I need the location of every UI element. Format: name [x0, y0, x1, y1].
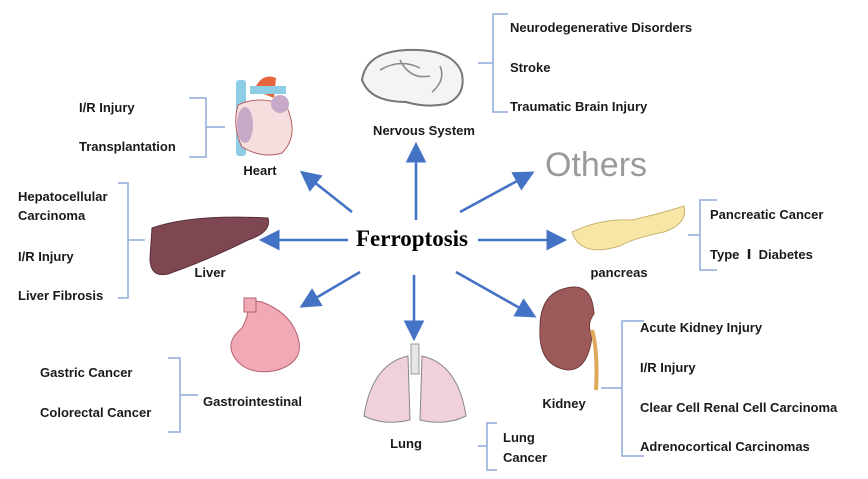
lung-disease: Lung — [503, 430, 535, 445]
gastro-label: Gastrointestinal — [203, 394, 302, 409]
brain-icon — [360, 48, 464, 107]
bracket-kidney — [601, 320, 644, 457]
lung-disease: Cancer — [503, 450, 548, 465]
liver-disease: Carcinoma — [18, 208, 86, 223]
brackets — [118, 13, 717, 471]
bracket-liver — [118, 182, 145, 299]
bracket-nervous — [478, 13, 508, 113]
arrows — [258, 141, 568, 342]
pancreas-icon — [571, 205, 686, 251]
heart-icon — [235, 76, 293, 156]
kidney-icon — [539, 286, 599, 391]
arrow-others — [459, 171, 535, 214]
gastro-disease: Colorectal Cancer — [40, 405, 152, 420]
pancreas-disease: Pancreatic Cancer — [710, 207, 824, 222]
liver-disease: Liver Fibrosis — [18, 288, 104, 303]
pancreas-label: pancreas — [590, 265, 648, 280]
pancreas-disease: Type Ⅰ Diabetes — [710, 247, 813, 262]
kidney-disease: Clear Cell Renal Cell Carcinoma — [640, 400, 838, 415]
arrow-kidney — [455, 270, 537, 318]
liver-label: Liver — [194, 265, 226, 280]
others-label: Others — [545, 146, 648, 184]
liver-disease: I/R Injury — [18, 249, 74, 264]
bracket-pancreas — [688, 199, 717, 271]
liver-disease: Hepatocellular — [18, 189, 108, 204]
kidney-disease: Adrenocortical Carcinomas — [640, 439, 810, 454]
bracket-lung — [478, 422, 497, 471]
bracket-heart — [189, 97, 225, 158]
arrow-gastro — [299, 270, 361, 308]
arrow-heart — [299, 170, 353, 214]
gastro-disease: Gastric Cancer — [40, 365, 133, 380]
nervous-label: Nervous System — [373, 123, 475, 138]
liver-icon — [149, 216, 270, 276]
heart-disease: I/R Injury — [79, 100, 135, 115]
center-label: Ferroptosis — [355, 226, 469, 251]
nervous-disease: Stroke — [510, 60, 551, 75]
heart-label: Heart — [243, 163, 277, 178]
lung-label: Lung — [390, 436, 422, 451]
heart-disease: Transplantation — [79, 139, 176, 154]
nervous-disease: Traumatic Brain Injury — [510, 99, 648, 114]
kidney-disease: I/R Injury — [640, 360, 696, 375]
kidney-disease: Acute Kidney Injury — [640, 320, 763, 335]
lungs-icon — [363, 343, 467, 423]
bracket-gastro — [168, 357, 198, 433]
nervous-disease: Neurodegenerative Disorders — [510, 20, 693, 35]
stomach-icon — [230, 297, 300, 373]
kidney-label: Kidney — [542, 396, 586, 411]
